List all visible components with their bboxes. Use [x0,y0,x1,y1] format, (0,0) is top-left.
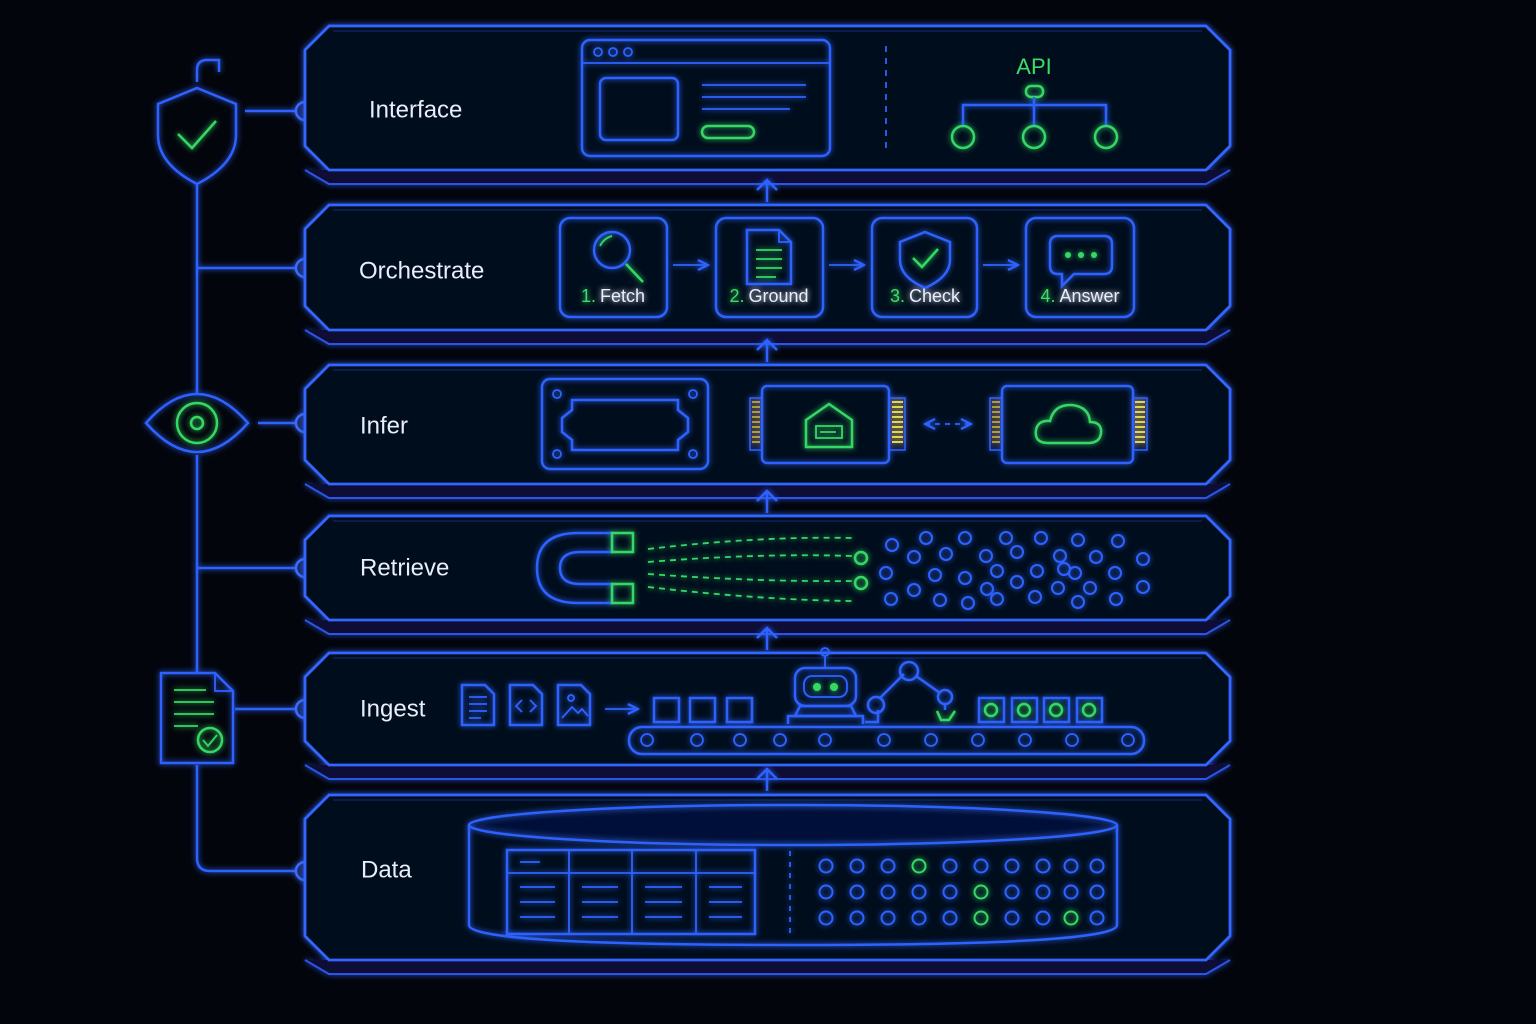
step-card-fetch: 1.Fetch [558,216,669,319]
api-label: API [1016,54,1051,79]
flow-arrows [756,178,778,791]
magnet-field-lines [647,536,869,602]
document-icon [745,228,793,286]
api-tree-icon [950,84,1119,150]
robot-icon [786,647,865,724]
eye-icon [144,392,250,454]
document-check-icon [159,671,235,765]
output-blocks [977,696,1104,724]
step-label-fetch: 1.Fetch [581,286,645,306]
magnet-icon [535,531,635,605]
database-cylinder-icon [467,803,1119,947]
step-label-ground: 2.Ground [729,286,808,306]
shield-check-icon [156,86,238,186]
table-icon [505,848,757,936]
step-card-answer: 4.Answer [1024,216,1136,319]
dot-matrix-icon [818,858,1105,926]
step-label-answer: 4.Answer [1040,286,1119,306]
layer-label-ingest: Ingest [360,695,426,722]
step-card-check: 3.Check [870,216,979,319]
robot-arm-icon [865,660,957,724]
layer-label-data: Data [361,856,412,883]
browser-window-icon [580,38,832,158]
chip-empty-icon [540,377,710,471]
text-file-icon [460,683,496,727]
layer-label-interface: Interface [369,96,462,123]
magnifier-icon [592,230,644,283]
chat-bubble-icon [1048,234,1114,290]
layer-label-orchestrate: Orchestrate [359,257,484,284]
layer-label-retrieve: Retrieve [360,554,449,581]
step-label-check: 3.Check [890,286,961,306]
connector-dots [294,100,316,882]
conveyor-belt-icon [627,725,1146,756]
layer-label-infer: Infer [360,412,408,439]
governance-spine [144,58,316,882]
image-file-icon [556,683,592,727]
shield-check-icon [898,230,952,290]
chip-home-icon [749,384,906,465]
vector-dots-icon [879,531,1150,610]
chip-cloud-icon [989,384,1148,465]
step-card-ground: 2.Ground [714,216,825,319]
input-blocks [652,696,754,724]
code-file-icon [508,683,544,727]
